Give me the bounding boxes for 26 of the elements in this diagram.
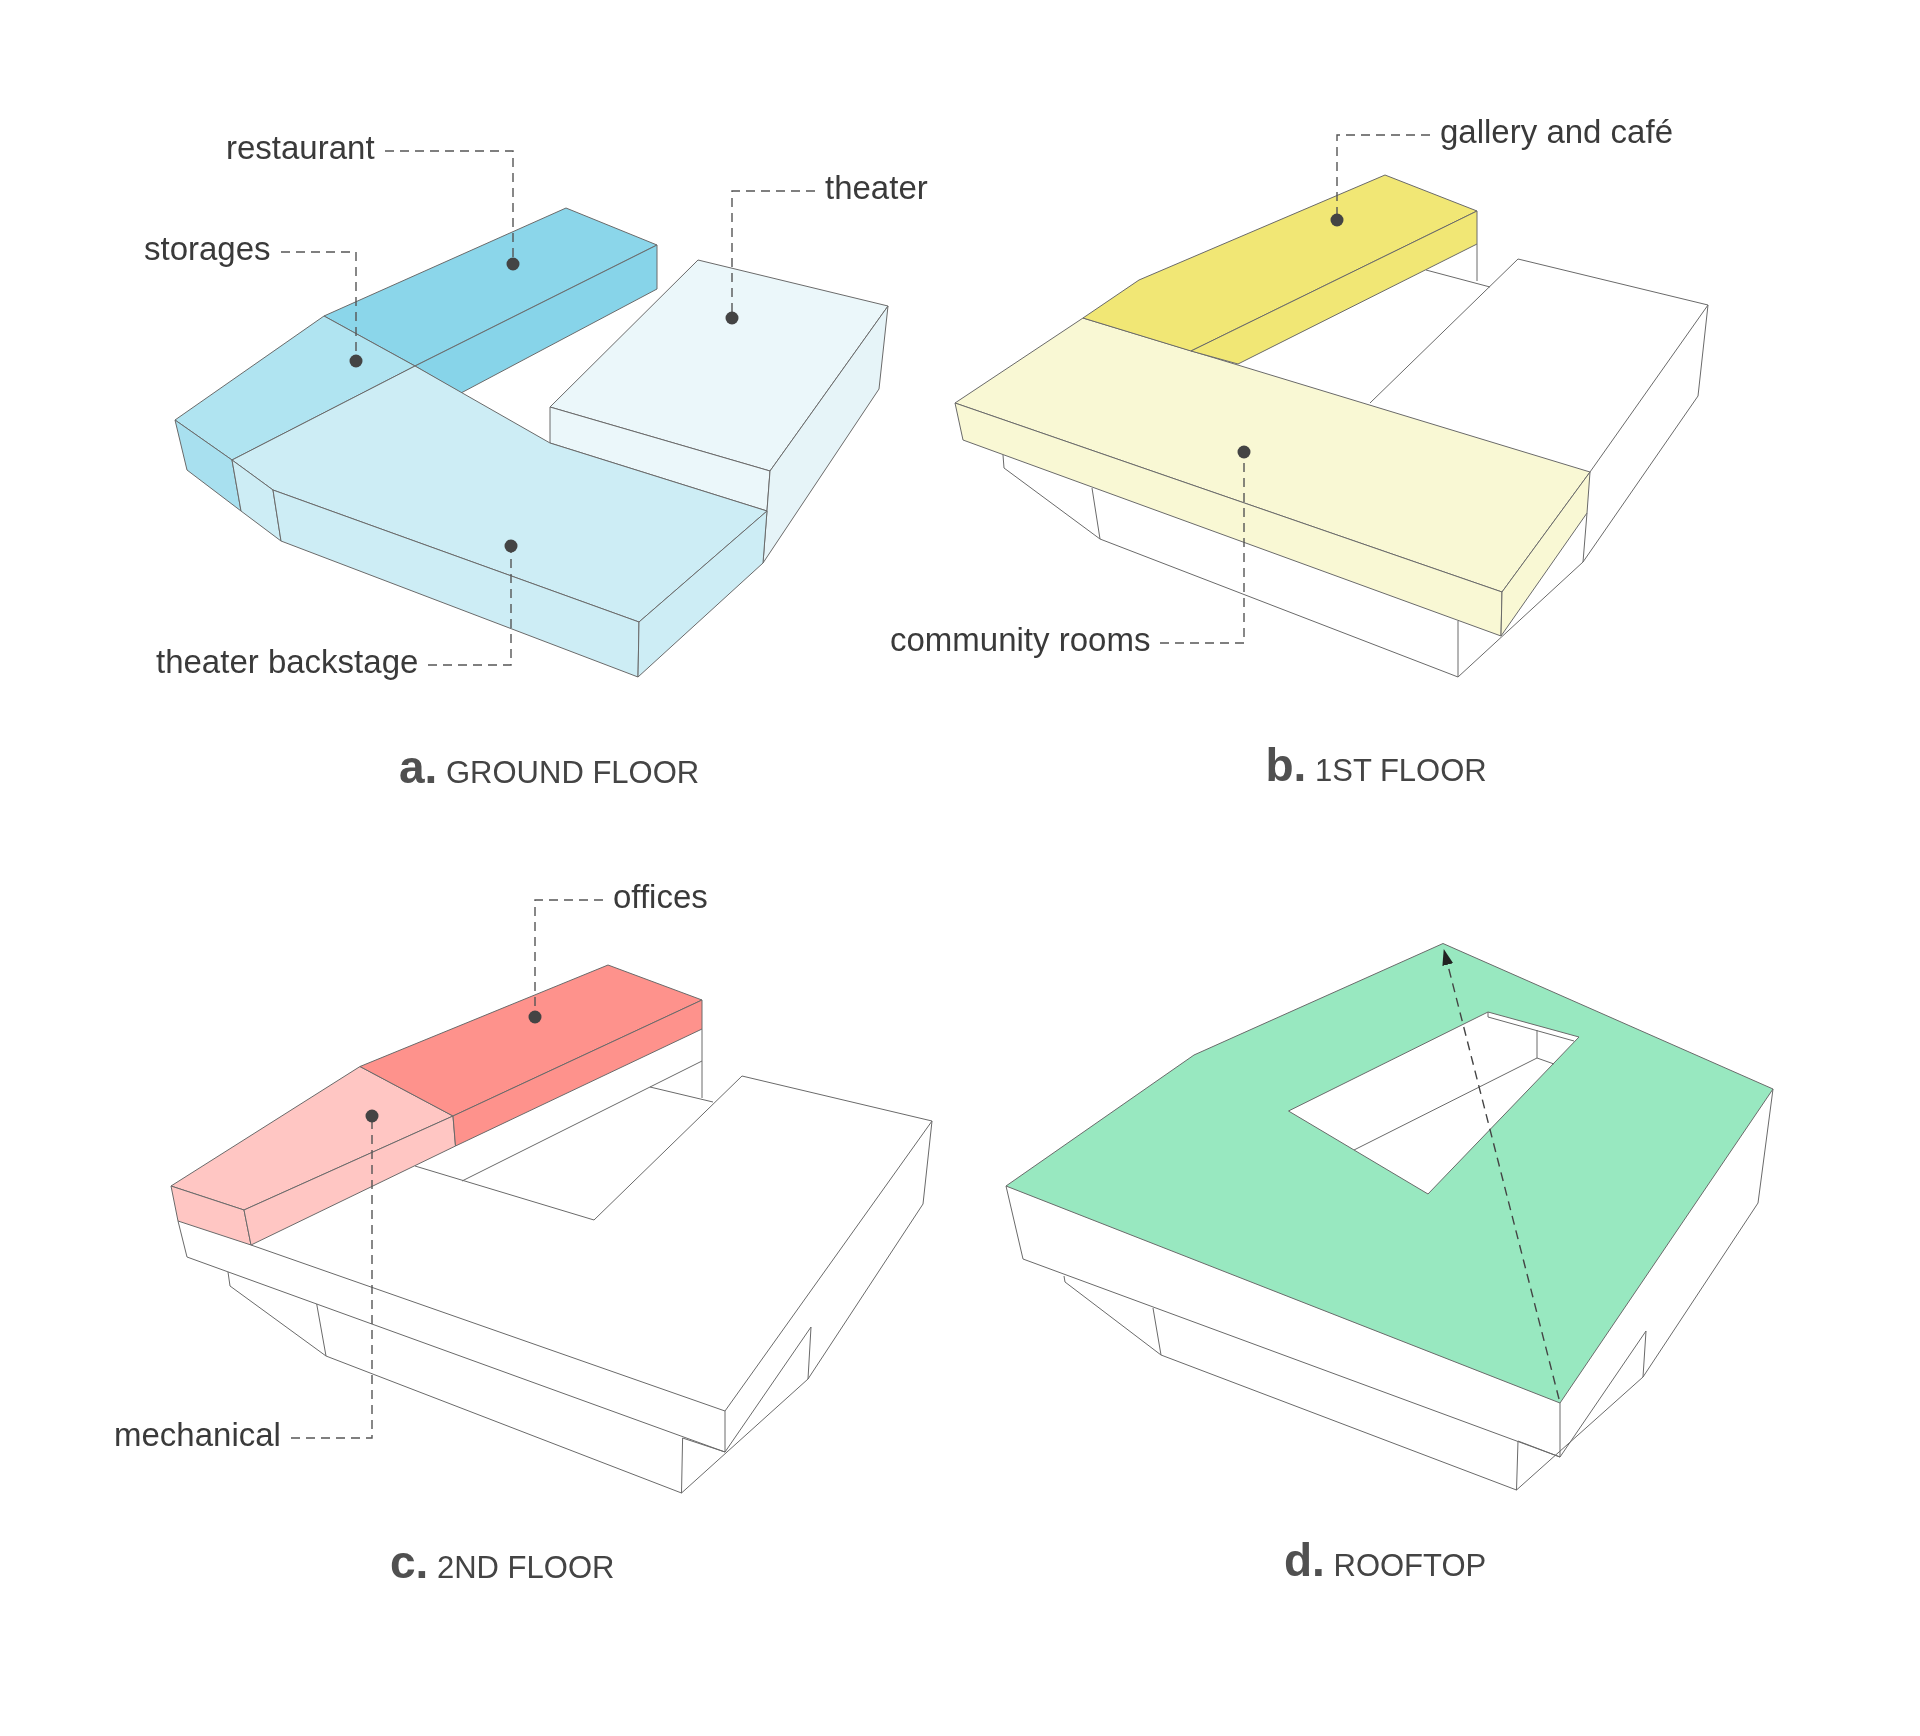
- callout-label: community rooms: [890, 621, 1151, 660]
- callout-label: theater backstage: [156, 643, 419, 682]
- leader-line: [725, 190, 816, 325]
- panel-caption: d. ROOFTOP: [1284, 1532, 1487, 1588]
- callout-label: restaurant: [226, 129, 375, 168]
- panel-caption: c. 2ND FLOOR: [390, 1534, 615, 1590]
- building-volume: [549, 259, 889, 564]
- leader-line: [528, 899, 604, 1024]
- leader-line: [280, 251, 363, 368]
- callout-label: storages: [144, 230, 271, 269]
- building-volume: [359, 964, 703, 1147]
- leader-line: [427, 539, 518, 666]
- callout-label: offices: [613, 878, 708, 917]
- leader-line: [1159, 445, 1251, 644]
- panel-caption: b. 1ST FLOOR: [1265, 737, 1487, 793]
- callout-label: mechanical: [114, 1416, 281, 1455]
- building-volume: [1082, 174, 1478, 365]
- callout-label: gallery and café: [1440, 113, 1673, 152]
- building-volume: [174, 315, 416, 512]
- leader-line: [1330, 134, 1431, 227]
- leader-line: [384, 150, 520, 271]
- building-volume: [170, 1066, 456, 1246]
- leader-line: [290, 1109, 379, 1439]
- building-volume: [323, 207, 658, 394]
- panel-caption: a. GROUND FLOOR: [399, 739, 700, 795]
- callout-label: theater: [825, 169, 928, 208]
